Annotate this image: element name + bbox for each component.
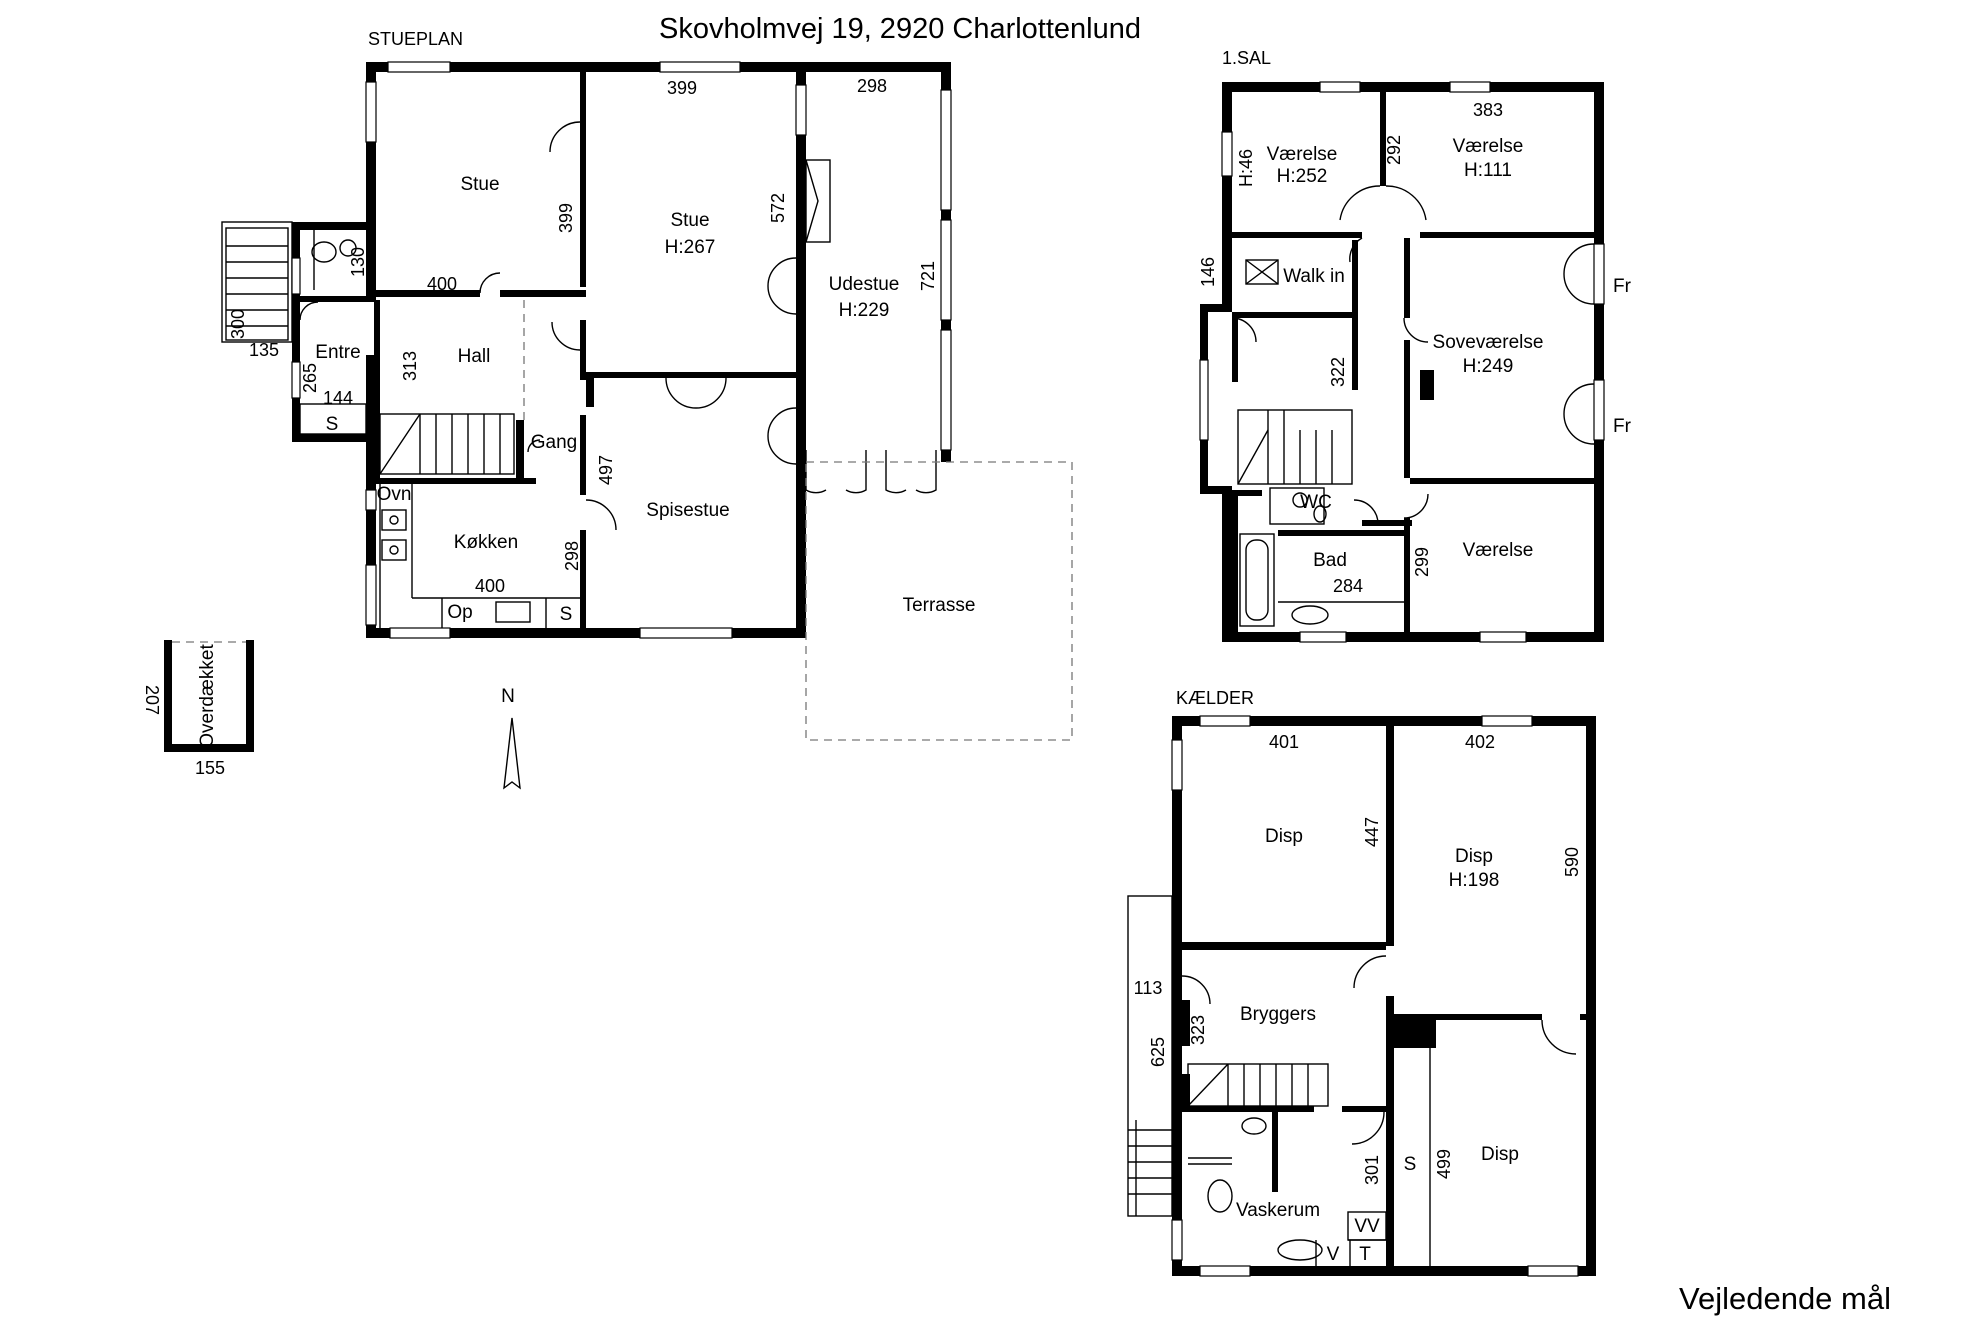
- dim-383: 383: [1473, 100, 1503, 120]
- dim-399-side: 399: [556, 203, 576, 233]
- room-disp-2-height: H:198: [1449, 870, 1500, 891]
- room-disp-1: Disp: [1265, 826, 1303, 847]
- room-gang: Gang: [531, 432, 577, 453]
- kaelder-fixtures: [1127, 895, 1431, 1266]
- kaelder-doors: [1181, 955, 1577, 1145]
- dim-292: 292: [1384, 135, 1404, 165]
- kaelder-windows: [1171, 715, 1579, 1277]
- room-sovevaerelse: Soveværelse: [1433, 332, 1544, 353]
- kaelder-walls: [1172, 716, 1596, 1276]
- room-disp-3: Disp: [1481, 1144, 1519, 1165]
- stueplan-fixtures: [225, 159, 1073, 790]
- label-t: T: [1359, 1244, 1371, 1265]
- dim-207: 207: [142, 685, 162, 715]
- room-stue-1: Stue: [460, 174, 499, 195]
- stueplan-doors: [299, 121, 937, 531]
- sal-windows: [1199, 81, 1605, 643]
- room-spisestue: Spisestue: [646, 500, 729, 521]
- room-kokken: Køkken: [454, 532, 518, 553]
- room-terrasse: Terrasse: [903, 595, 976, 616]
- room-stue-2-height: H:267: [665, 237, 716, 258]
- room-wc: WC: [1300, 492, 1332, 513]
- label-vv: VV: [1354, 1216, 1380, 1237]
- dim-113: 113: [1134, 978, 1163, 998]
- dim-572: 572: [768, 193, 788, 223]
- dim-301: 301: [1362, 1155, 1382, 1185]
- dim-144: 144: [323, 388, 353, 408]
- sal-label: 1.SAL: [1222, 48, 1271, 68]
- room-vaerelse-3: Værelse: [1463, 540, 1534, 561]
- dim-400-stue: 400: [427, 274, 457, 294]
- dim-721: 721: [918, 261, 938, 291]
- dim-322: 322: [1328, 357, 1348, 387]
- dim-323: 323: [1188, 1015, 1208, 1045]
- room-udestue-height: H:229: [839, 300, 890, 321]
- dim-155: 155: [195, 758, 225, 778]
- dim-497: 497: [596, 455, 616, 485]
- room-vaskerum: Vaskerum: [1236, 1200, 1320, 1221]
- dim-499: 499: [1434, 1149, 1454, 1179]
- room-vaerelse-1-height: H:252: [1277, 166, 1328, 187]
- room-vaerelse-2: Værelse: [1453, 136, 1524, 157]
- dim-400-kitchen: 400: [475, 576, 505, 596]
- dim-625: 625: [1148, 1037, 1168, 1067]
- room-hall: Hall: [458, 346, 491, 367]
- room-walk-in: Walk in: [1283, 266, 1345, 287]
- room-entre: Entre: [315, 342, 360, 363]
- sal-section: 1.SAL: [1198, 48, 1632, 643]
- label-s-entre: S: [326, 414, 339, 435]
- stueplan-section: STUEPLAN: [142, 29, 1073, 790]
- sal-doors: [1231, 185, 1595, 525]
- stueplan-windows: [291, 61, 952, 639]
- plan-title: Skovholmvej 19, 2920 Charlottenlund: [659, 13, 1141, 45]
- dim-590: 590: [1562, 847, 1582, 877]
- room-disp-2: Disp: [1455, 846, 1493, 867]
- label-v: V: [1327, 1244, 1340, 1265]
- kaelder-section: KÆLDER: [1127, 688, 1596, 1277]
- north-arrow-icon: [503, 717, 521, 790]
- disclaimer-note: Vejledende mål: [1679, 1281, 1891, 1316]
- dim-146: 146: [1198, 257, 1218, 287]
- dim-298-kitchen: 298: [562, 541, 582, 571]
- label-s-kaelder: S: [1404, 1154, 1417, 1175]
- dim-313: 313: [400, 351, 420, 381]
- kaelder-label: KÆLDER: [1176, 688, 1254, 708]
- room-bryggers: Bryggers: [1240, 1004, 1316, 1025]
- label-fr-2: Fr: [1613, 416, 1632, 437]
- room-overdaekket: Overdækket: [197, 644, 218, 748]
- dim-402: 402: [1465, 732, 1495, 752]
- stueplan-walls: [164, 62, 951, 752]
- room-vaerelse-2-height: H:111: [1464, 160, 1512, 181]
- dim-135: 135: [249, 340, 279, 360]
- label-s-kitchen: S: [560, 604, 573, 625]
- dim-265: 265: [300, 363, 320, 393]
- room-stue-2: Stue: [670, 210, 709, 231]
- dim-udestue-top: 298: [857, 76, 887, 96]
- room-bad: Bad: [1313, 550, 1347, 571]
- dim-130: 130: [348, 247, 368, 277]
- room-sovevaerelse-height: H:249: [1463, 356, 1514, 377]
- north-label: N: [501, 686, 515, 707]
- dim-299: 299: [1412, 547, 1432, 577]
- dim-300: 300: [228, 309, 248, 339]
- label-fr-1: Fr: [1613, 276, 1632, 297]
- dim-h46: H:46: [1236, 149, 1256, 187]
- room-vaerelse-1: Værelse: [1267, 144, 1338, 165]
- label-ovn: Ovn: [377, 484, 412, 505]
- dim-401: 401: [1269, 732, 1299, 752]
- label-op: Op: [447, 602, 472, 623]
- dim-284: 284: [1333, 576, 1363, 596]
- dim-stue-top: 399: [667, 78, 697, 98]
- sal-fixtures: [1237, 259, 1404, 627]
- room-udestue: Udestue: [829, 274, 900, 295]
- stueplan-label: STUEPLAN: [368, 29, 463, 49]
- dim-447: 447: [1362, 817, 1382, 847]
